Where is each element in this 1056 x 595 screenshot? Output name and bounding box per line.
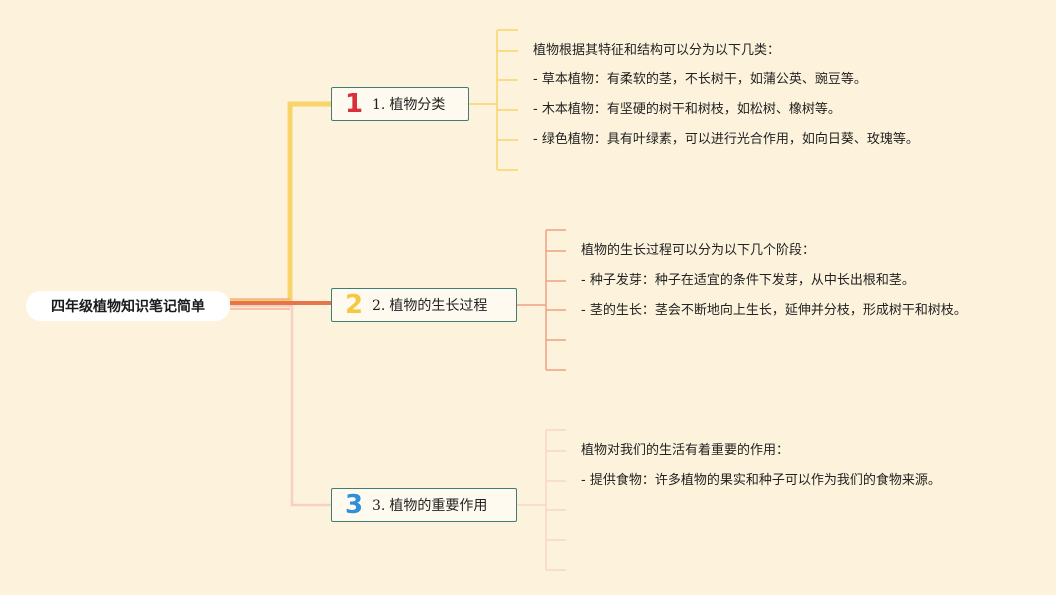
branch-node-growth[interactable]: 2 2.植物的生长过程 [331,288,517,322]
root-topic-label: 四年级植物知识笔记简单 [51,299,205,315]
bracket-branch2 [516,229,566,371]
branch-index: 1. [372,97,386,113]
detail-text: 植物根据其特征和结构可以分为以下几类： [533,43,781,58]
detail-text: - 茎的生长：茎会不断地向上生长，延伸并分枝，形成树干和树枝。 [581,303,967,318]
number-3-icon: 3 [344,490,364,520]
branch-title: 植物分类 [389,97,446,113]
branch-index: 3. [372,498,386,514]
connector-root-branch2-thin [230,298,290,310]
detail-text: - 木本植物：有坚硬的树干和树枝，如松树、橡树等。 [533,102,841,117]
number-2-icon: 2 [344,290,364,320]
branch-title: 植物的生长过程 [389,298,488,314]
detail-text: 植物对我们的生活有着重要的作用： [581,443,790,458]
detail-text: - 种子发芽：种子在适宜的条件下发芽，从中长出根和茎。 [581,273,915,288]
bracket-branch1 [468,29,518,171]
root-topic[interactable]: 四年级植物知识笔记简单 [26,291,230,321]
detail-text: - 提供食物：许多植物的果实和种子可以作为我们的食物来源。 [581,473,941,488]
connector-root-branch3 [230,304,331,507]
bracket-branch3 [516,429,566,571]
detail-text: - 草本植物：有柔软的茎，不长树干，如蒲公英、豌豆等。 [533,72,867,87]
detail-text: 植物的生长过程可以分为以下几个阶段： [581,243,816,258]
branch-index: 2. [372,298,386,314]
branch-node-classification[interactable]: 1 1.植物分类 [331,87,469,121]
detail-text: - 绿色植物：具有叶绿素，可以进行光合作用，如向日葵、玫瑰等。 [533,132,919,147]
connector-root-branch1 [230,101,331,305]
branch-title: 植物的重要作用 [389,498,488,514]
branch-node-importance[interactable]: 3 3.植物的重要作用 [331,488,517,522]
number-1-icon: 1 [344,89,364,119]
